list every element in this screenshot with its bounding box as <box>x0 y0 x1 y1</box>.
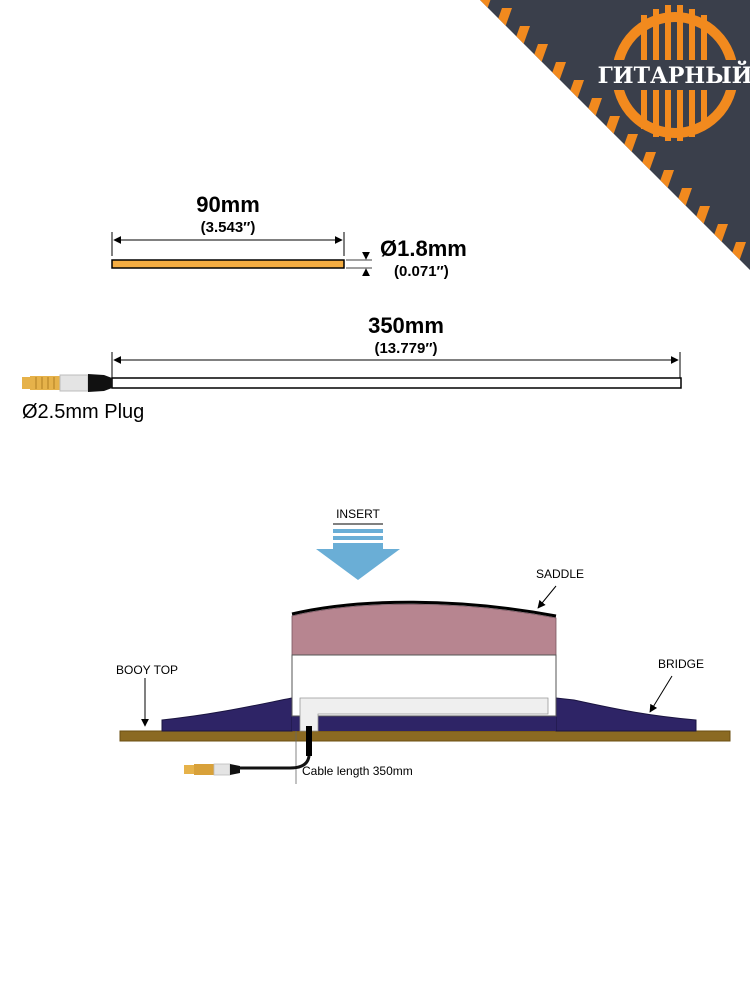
element-length-inch: (3.543″) <box>201 219 256 236</box>
insert-label: INSERT <box>336 507 380 521</box>
corner-stripe <box>480 0 494 18</box>
brand-logo-icon: ГИТАРНЫЙ <box>597 5 750 141</box>
saddle-label: SADDLE <box>536 567 584 581</box>
cable-dimension-group: 350mm (13.779″) Ø2.5mm Plug <box>22 313 682 423</box>
cable-length-inch: (13.779″) <box>374 340 437 357</box>
brand-name: ГИТАРНЫЙ <box>598 60 750 89</box>
brand-corner: ГИТАРНЫЙ <box>480 0 750 270</box>
cable-body <box>111 377 682 389</box>
bridge-right <box>555 697 697 732</box>
body-top-label: BOOY TOP <box>116 663 178 677</box>
cable-length-label: 350mm <box>368 313 444 338</box>
bridge-pointer <box>649 675 673 713</box>
saddle-pointer <box>537 585 557 609</box>
saddle-crown-line <box>291 600 557 618</box>
element-dimension-group: 90mm (3.543″) Ø1.8mm (0.071″) <box>111 192 467 280</box>
cable-length-note: Cable length 350mm <box>302 764 413 778</box>
installation-diagram: INSERT Cable length 350mm <box>116 507 731 784</box>
insert-slot <box>299 697 549 732</box>
body-top-board <box>119 730 731 742</box>
diagram-plug-icon <box>184 755 311 776</box>
element-diameter-inch: (0.071″) <box>394 263 449 280</box>
bridge-slot-floor <box>292 716 556 731</box>
bridge-label: BRIDGE <box>658 657 704 671</box>
insert-arrow-icon <box>316 529 400 580</box>
element-length-label: 90mm <box>196 192 260 217</box>
bridge-left <box>161 697 293 732</box>
element-diameter-label: Ø1.8mm <box>380 236 467 261</box>
plug-label: Ø2.5mm Plug <box>22 401 144 423</box>
piezo-element-strip <box>111 259 345 269</box>
plug-icon <box>22 374 112 392</box>
cable-exit <box>306 726 312 756</box>
saddle-top <box>291 603 557 656</box>
